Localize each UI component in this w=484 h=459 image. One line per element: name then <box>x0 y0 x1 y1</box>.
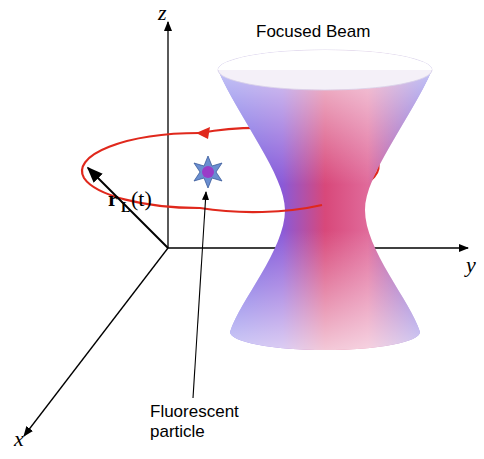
beam-label: Focused Beam <box>256 22 370 42</box>
axis-label: z <box>158 0 167 26</box>
axis-label: x <box>14 426 24 452</box>
orbit-arrowhead <box>196 127 210 139</box>
axes <box>24 22 468 436</box>
position-vector <box>88 168 168 248</box>
vector-label: r <box>108 186 118 212</box>
fluorescent-particle <box>194 156 222 188</box>
particle-label: Fluorescent particle <box>150 402 260 441</box>
orbit-path <box>82 133 322 212</box>
focused-beam <box>218 50 432 350</box>
axis-label: y <box>466 252 476 278</box>
vector-subscript: L <box>121 200 130 216</box>
vector-label: (t) <box>131 186 152 212</box>
leader-line <box>193 192 206 398</box>
